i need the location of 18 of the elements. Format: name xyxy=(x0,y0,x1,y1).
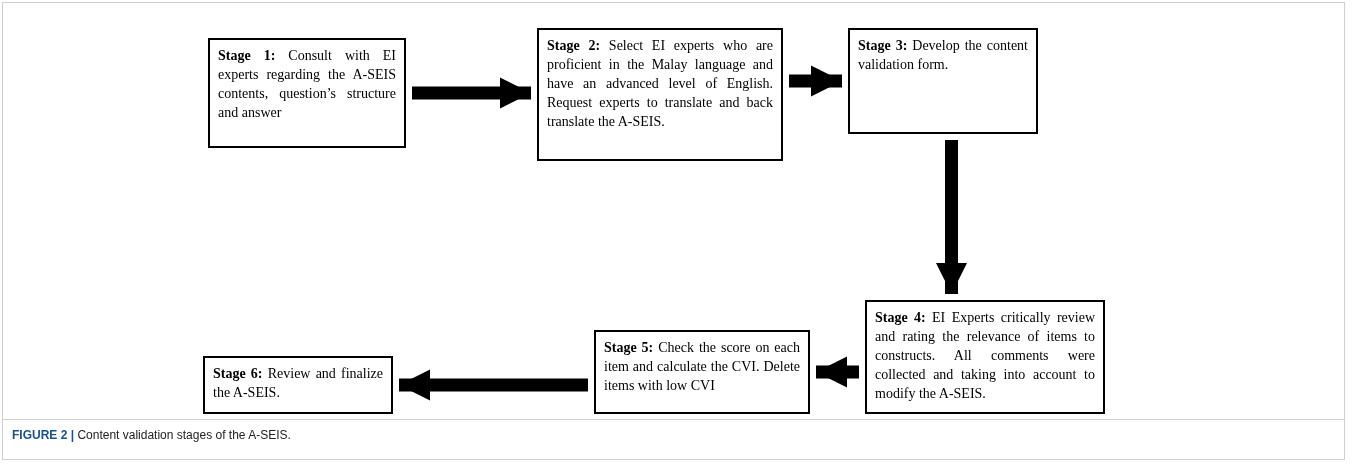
stage-box xyxy=(865,300,1105,414)
stage-box xyxy=(537,28,783,161)
block-arrow xyxy=(412,77,531,109)
stage-text: Stage 4: EI Experts critically review and rating the relevance of items to constructs. All comments were collected and taking into account to modify the A-SEIS. xyxy=(875,309,1095,403)
stage-text: Stage 2: Select EI experts who are proficient in the Malay language and have an advanced level of English. Request experts to translate and back translate the A-SEIS. xyxy=(547,37,773,131)
block-arrow xyxy=(789,65,842,97)
stage-text: Stage 1: Consult with EI experts regarding the A-SEIS contents, question’s structure and answer xyxy=(218,47,396,122)
stage-text: Stage 3: Develop the content validation form. xyxy=(858,37,1028,74)
block-arrow xyxy=(399,369,588,401)
stage-box xyxy=(594,330,810,414)
stage-text: Stage 5: Check the score on each item and calculate the CVI. Delete items with low CVI xyxy=(604,339,800,395)
stage-box xyxy=(203,356,393,414)
stage-box xyxy=(208,38,406,148)
figure-caption: FIGURE 2 | Content validation stages of the A-SEIS. xyxy=(12,427,291,444)
block-arrow xyxy=(935,140,968,294)
stage-text: Stage 6: Review and finalize the A-SEIS. xyxy=(213,365,383,402)
stage-box xyxy=(848,28,1038,134)
block-arrow xyxy=(816,356,859,388)
